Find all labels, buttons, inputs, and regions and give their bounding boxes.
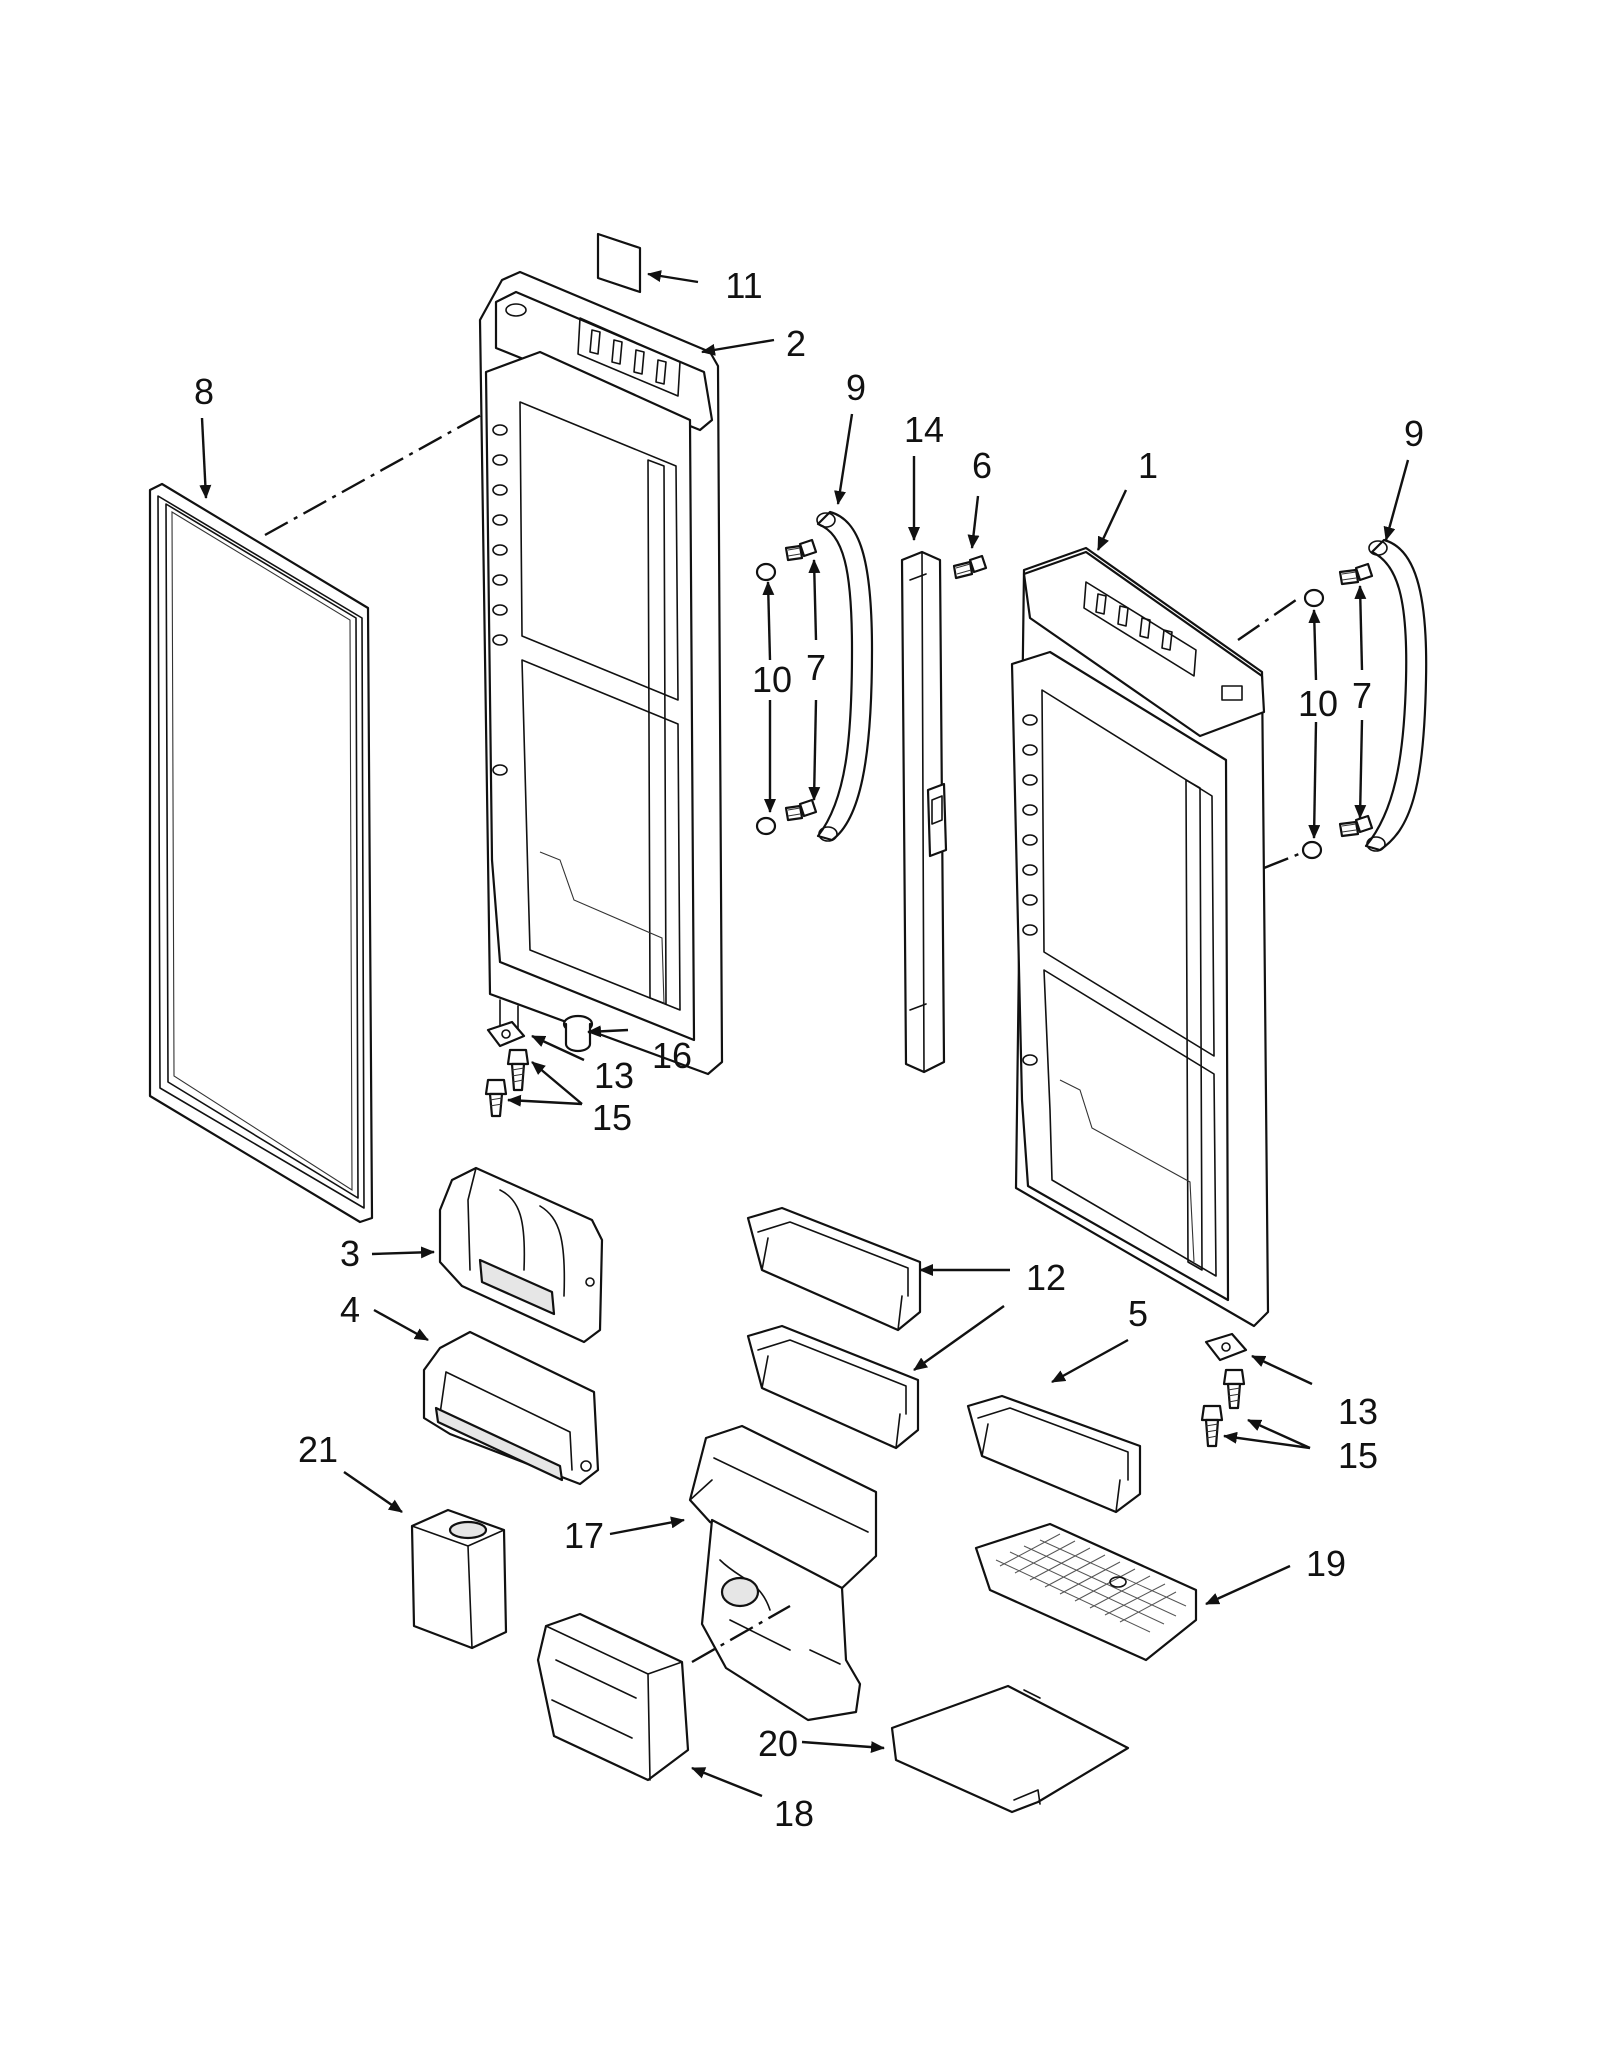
callout-15-right: 15 <box>1338 1435 1378 1476</box>
leader-lines <box>199 270 1410 1798</box>
handle-screws-right <box>1301 562 1374 860</box>
door-handle-right <box>1364 538 1428 852</box>
callout-15-left: 15 <box>592 1097 632 1138</box>
callout-3: 3 <box>340 1233 360 1274</box>
callout-20: 20 <box>758 1723 798 1764</box>
door-handle-left <box>816 510 874 842</box>
callout-13-right: 13 <box>1338 1391 1378 1432</box>
door-gasket <box>148 482 374 1224</box>
callout-7-right: 7 <box>1352 675 1372 716</box>
callout-labels: 1 2 3 4 5 6 7 7 8 9 9 10 10 11 12 13 13 … <box>194 265 1424 1834</box>
callout-2: 2 <box>786 323 806 364</box>
door-label <box>596 232 642 294</box>
callout-21: 21 <box>298 1429 338 1470</box>
hinge-screws-right <box>1200 1368 1246 1448</box>
callout-10-right: 10 <box>1298 683 1338 724</box>
ice-bin-cover <box>438 1166 604 1344</box>
center-flipper-mullion <box>900 550 948 1074</box>
callout-8: 8 <box>194 371 214 412</box>
callout-17: 17 <box>564 1515 604 1556</box>
ice-bin <box>422 1330 600 1486</box>
callout-9-left: 9 <box>846 367 866 408</box>
door-bin-lower <box>746 1324 920 1450</box>
left-door <box>478 270 724 1076</box>
callout-14: 14 <box>904 409 944 450</box>
callout-13-left: 13 <box>594 1055 634 1096</box>
mullion-screw <box>952 554 988 580</box>
dispenser-cover-plate <box>890 1684 1130 1814</box>
callout-11: 11 <box>725 265 762 306</box>
small-door-bin <box>966 1394 1142 1514</box>
ice-container-bucket <box>688 1424 878 1722</box>
hinge-screws-left <box>484 1048 530 1118</box>
hinge-plate-left <box>486 1020 526 1048</box>
callout-19: 19 <box>1306 1543 1346 1584</box>
callout-16: 16 <box>652 1035 692 1076</box>
callout-1: 1 <box>1138 445 1158 486</box>
callout-12: 12 <box>1026 1257 1066 1298</box>
drip-tray-grille <box>974 1522 1198 1662</box>
assembly-line-right-top <box>1237 599 1297 641</box>
hinge-plate-right <box>1204 1332 1248 1362</box>
ice-crusher-housing <box>536 1612 690 1782</box>
callout-10-left: 10 <box>752 659 792 700</box>
callout-18: 18 <box>774 1793 814 1834</box>
callout-6: 6 <box>972 445 992 486</box>
assembly-line-right-bottom <box>1263 850 1305 870</box>
callout-5: 5 <box>1128 1293 1148 1334</box>
door-bin-upper <box>746 1206 922 1332</box>
door-stop-bushing <box>562 1014 594 1053</box>
callout-4: 4 <box>340 1289 360 1330</box>
callout-9-right: 9 <box>1404 413 1424 454</box>
handle-screws-left <box>755 538 818 836</box>
assembly-line-bucket <box>691 1604 791 1664</box>
ice-scoop-holder <box>410 1508 508 1650</box>
callout-7-left: 7 <box>806 647 826 688</box>
right-door <box>1010 546 1270 1328</box>
